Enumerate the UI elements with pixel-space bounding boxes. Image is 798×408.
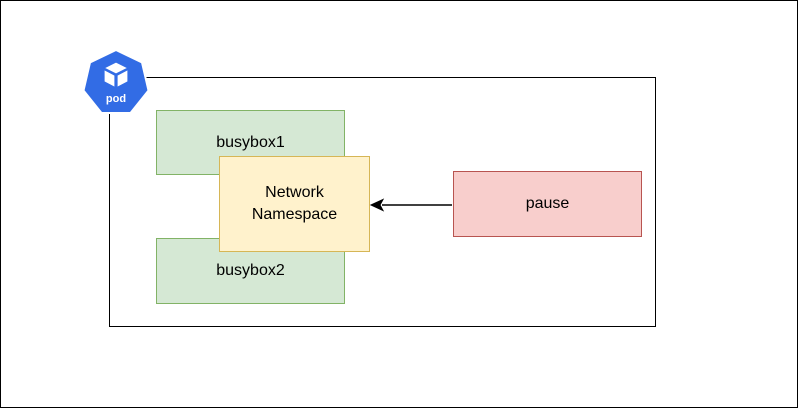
pod-icon-background <box>82 48 150 114</box>
network-namespace-label: Network Namespace <box>252 182 337 226</box>
network-namespace-label-line2: Namespace <box>251 206 338 223</box>
pause-container[interactable]: pause <box>453 171 642 237</box>
network-namespace-label-line1: Network <box>265 184 324 201</box>
busybox2-label: busybox2 <box>216 262 285 279</box>
kubernetes-pod-icon[interactable]: pod <box>79 47 153 121</box>
busybox1-label: busybox1 <box>216 133 285 151</box>
pause-label: pause <box>525 195 570 212</box>
network-namespace-box[interactable]: Network Namespace <box>219 156 370 252</box>
pod-icon-label: pod <box>106 93 126 105</box>
cube-icon <box>102 61 130 89</box>
